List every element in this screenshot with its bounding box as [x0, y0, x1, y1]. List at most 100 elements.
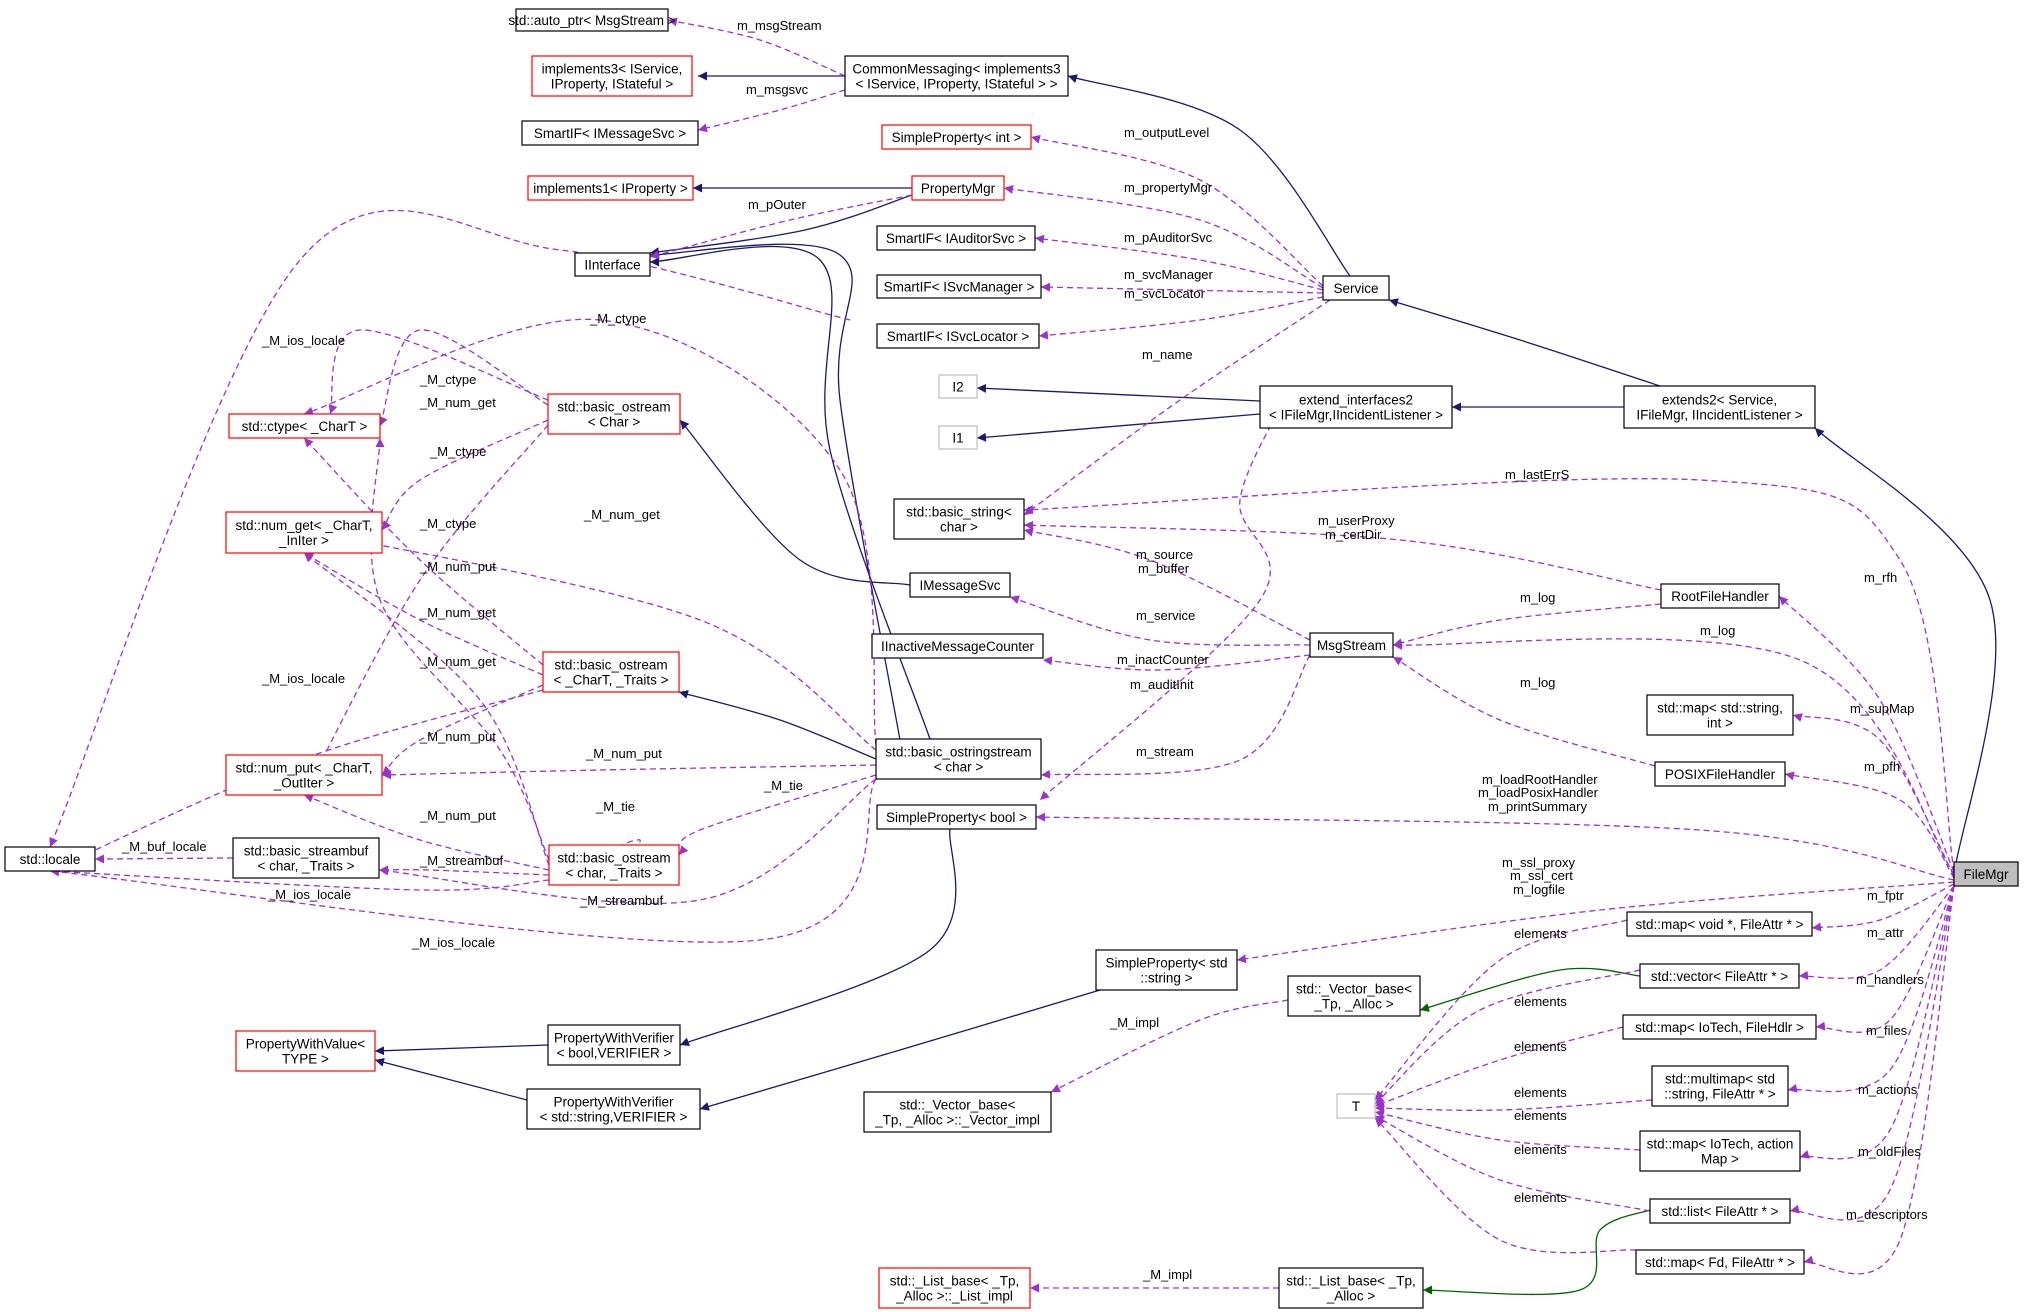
- edges-layer: [49, 17, 1997, 1296]
- class-node-basic-ostringstream[interactable]: std::basic_ostringstream< char >: [875, 738, 1042, 780]
- class-node-auto-ptr[interactable]: std::auto_ptr< MsgStream >: [508, 8, 676, 32]
- class-node-propverifier-bool[interactable]: PropertyWithVerifier< bool,VERIFIER >: [547, 1024, 681, 1066]
- class-node-box: [1646, 694, 1794, 736]
- class-node-basic-ostream-char[interactable]: std::basic_ostream< Char >: [547, 393, 681, 435]
- class-node-commonmessaging[interactable]: CommonMessaging< implements3< IService, …: [844, 55, 1069, 97]
- class-node-box: [844, 55, 1069, 97]
- class-node-basic-streambuf[interactable]: std::basic_streambuf< char, _Traits >: [232, 837, 380, 879]
- class-node-service[interactable]: Service: [1322, 275, 1390, 301]
- class-node-msgstream[interactable]: MsgStream: [1309, 632, 1394, 658]
- class-node-box: [1309, 632, 1394, 658]
- class-node-smartif-svcmgr[interactable]: SmartIF< ISvcManager >: [876, 274, 1042, 299]
- usage-edge: [667, 17, 846, 77]
- class-node-posixfilehandler[interactable]: POSIXFileHandler: [1654, 761, 1786, 787]
- edge-label: m_files: [1866, 1023, 1908, 1038]
- usage-edge: [1784, 771, 1955, 879]
- class-node-extends2[interactable]: extends2< Service,IFileMgr, IIncidentLis…: [1623, 385, 1816, 429]
- class-node-propertymgr[interactable]: PropertyMgr: [911, 175, 1005, 201]
- class-node-locale[interactable]: std::locale: [4, 846, 96, 872]
- class-node-label: FileMgr: [1963, 867, 2009, 882]
- class-node-num-get[interactable]: std::num_get< _CharT,_InIter >: [225, 511, 383, 554]
- class-node-filemgr[interactable]: FileMgr: [1953, 861, 2019, 887]
- class-node-T[interactable]: T: [1336, 1093, 1376, 1119]
- class-node-basic-ostream-char-traits[interactable]: std::basic_ostream< char, _Traits >: [548, 844, 680, 886]
- class-node-label: < char, _Traits >: [257, 859, 354, 874]
- class-node-box: [542, 651, 680, 693]
- class-node-list-base[interactable]: std::_List_base< _Tp,_Alloc >: [1278, 1267, 1424, 1309]
- class-node-label: std::ctype< _CharT >: [242, 419, 368, 434]
- class-node-label: < Char >: [588, 415, 641, 430]
- class-node-multimap[interactable]: std::multimap< std::string, FileAttr * >: [1651, 1065, 1789, 1107]
- class-node-map-string-int[interactable]: std::map< std::string,int >: [1646, 694, 1794, 736]
- class-node-smartif-imsg[interactable]: SmartIF< IMessageSvc >: [521, 120, 699, 146]
- edge-label: m_loadPosixHandler: [1478, 785, 1599, 800]
- class-node-label: std::map< std::string,: [1657, 701, 1783, 716]
- class-node-label: implements3< IService,: [542, 62, 683, 77]
- class-node-i2[interactable]: I2: [938, 374, 978, 399]
- class-node-list-fileattr[interactable]: std::list< FileAttr * >: [1649, 1198, 1791, 1224]
- class-node-box: [876, 274, 1042, 299]
- class-node-implements1[interactable]: implements1< IProperty >: [527, 175, 694, 201]
- class-node-map-iotech-hdlr[interactable]: std::map< IoTech, FileHdlr >: [1622, 1014, 1817, 1040]
- class-node-label: extend_interfaces2: [1299, 393, 1413, 408]
- edge-label: _M_ios_locale: [411, 935, 495, 950]
- class-node-map-fd[interactable]: std::map< Fd, FileAttr * >: [1635, 1249, 1805, 1275]
- edge-label: m_supMap: [1850, 701, 1914, 716]
- edge-label: elements: [1514, 994, 1567, 1009]
- class-node-rootfilehandler[interactable]: RootFileHandler: [1660, 583, 1780, 609]
- edge-label: _M_ios_locale: [261, 671, 345, 686]
- class-node-box: [225, 754, 383, 796]
- usage-edge: [49, 866, 550, 891]
- class-node-box: [548, 844, 680, 886]
- class-node-implements3[interactable]: implements3< IService,IProperty, IStatef…: [531, 55, 693, 97]
- class-node-ctype[interactable]: std::ctype< _CharT >: [228, 413, 381, 439]
- inherit-edge: [649, 194, 913, 257]
- class-node-box: [232, 837, 380, 879]
- class-node-simpleprop-bool[interactable]: SimpleProperty< bool >: [876, 804, 1037, 830]
- class-node-label: std::locale: [20, 852, 81, 867]
- class-node-basic-string[interactable]: std::basic_string<char >: [893, 498, 1025, 540]
- class-node-smartif-audit[interactable]: SmartIF< IAuditorSvc >: [876, 225, 1036, 251]
- class-node-vector-impl[interactable]: std::_Vector_base<_Tp, _Alloc >::_Vector…: [863, 1091, 1052, 1133]
- class-node-i1[interactable]: I1: [938, 425, 978, 450]
- class-node-simpleprop-string[interactable]: SimpleProperty< std::string >: [1095, 949, 1238, 991]
- class-node-label: SmartIF< IAuditorSvc >: [886, 231, 1026, 246]
- class-node-vector-fileattr[interactable]: std::vector< FileAttr * >: [1639, 963, 1800, 989]
- class-node-map-void[interactable]: std::map< void *, FileAttr * >: [1626, 911, 1813, 937]
- usage-edge: [1803, 885, 1955, 1275]
- inherit-edge: [679, 419, 911, 586]
- usage-edge: [1392, 656, 1656, 767]
- class-node-box: [1287, 975, 1421, 1017]
- class-node-label: std::basic_ostringstream: [885, 745, 1031, 760]
- class-node-label: std::auto_ptr< MsgStream >: [508, 13, 675, 28]
- class-node-label: PropertyMgr: [921, 181, 996, 196]
- class-node-iinactive[interactable]: IInactiveMessageCounter: [871, 633, 1044, 659]
- class-node-label: _Alloc >::_List_impl: [895, 1289, 1013, 1304]
- class-node-vector-base[interactable]: std::_Vector_base<_Tp, _Alloc >: [1287, 975, 1421, 1017]
- usage-edge: [1815, 885, 1955, 1033]
- class-node-box: [547, 393, 681, 435]
- inherit-edge: [649, 246, 931, 740]
- usage-edge: [1392, 603, 1662, 648]
- class-node-propwithvalue[interactable]: PropertyWithValue<TYPE >: [235, 1030, 376, 1072]
- class-node-label: _Tp, _Alloc >: [1313, 997, 1393, 1012]
- class-node-list-impl[interactable]: std::_List_base< _Tp,_Alloc >::_List_imp…: [878, 1267, 1031, 1309]
- class-node-smartif-svcloc[interactable]: SmartIF< ISvcLocator >: [876, 323, 1040, 349]
- class-node-propverifier-string[interactable]: PropertyWithVerifier< std::string,VERIFI…: [526, 1088, 701, 1130]
- class-node-simpleprop-int[interactable]: SimpleProperty< int >: [881, 124, 1032, 150]
- inherit-edge: [649, 243, 901, 741]
- usage-edge: [697, 89, 846, 133]
- class-node-label: SimpleProperty< int >: [892, 130, 1022, 145]
- class-node-box: [1623, 385, 1816, 429]
- usage-edge: [1039, 389, 1291, 801]
- class-node-basic-ostream-chart[interactable]: std::basic_ostream< _CharT, _Traits >: [542, 651, 680, 693]
- class-node-extend-interfaces2[interactable]: extend_interfaces2< IFileMgr,IIncidentLi…: [1259, 385, 1453, 429]
- class-node-num-put[interactable]: std::num_put< _CharT,_OutIter >: [225, 754, 383, 796]
- class-node-imessagesvc[interactable]: IMessageSvc: [909, 572, 1011, 598]
- class-node-box: [876, 323, 1040, 349]
- class-node-label: std::_List_base< _Tp,: [890, 1274, 1019, 1289]
- usage-edge: [328, 329, 549, 415]
- edge-label: _M_num_get: [583, 507, 660, 522]
- class-node-iinterface[interactable]: IInterface: [574, 252, 651, 277]
